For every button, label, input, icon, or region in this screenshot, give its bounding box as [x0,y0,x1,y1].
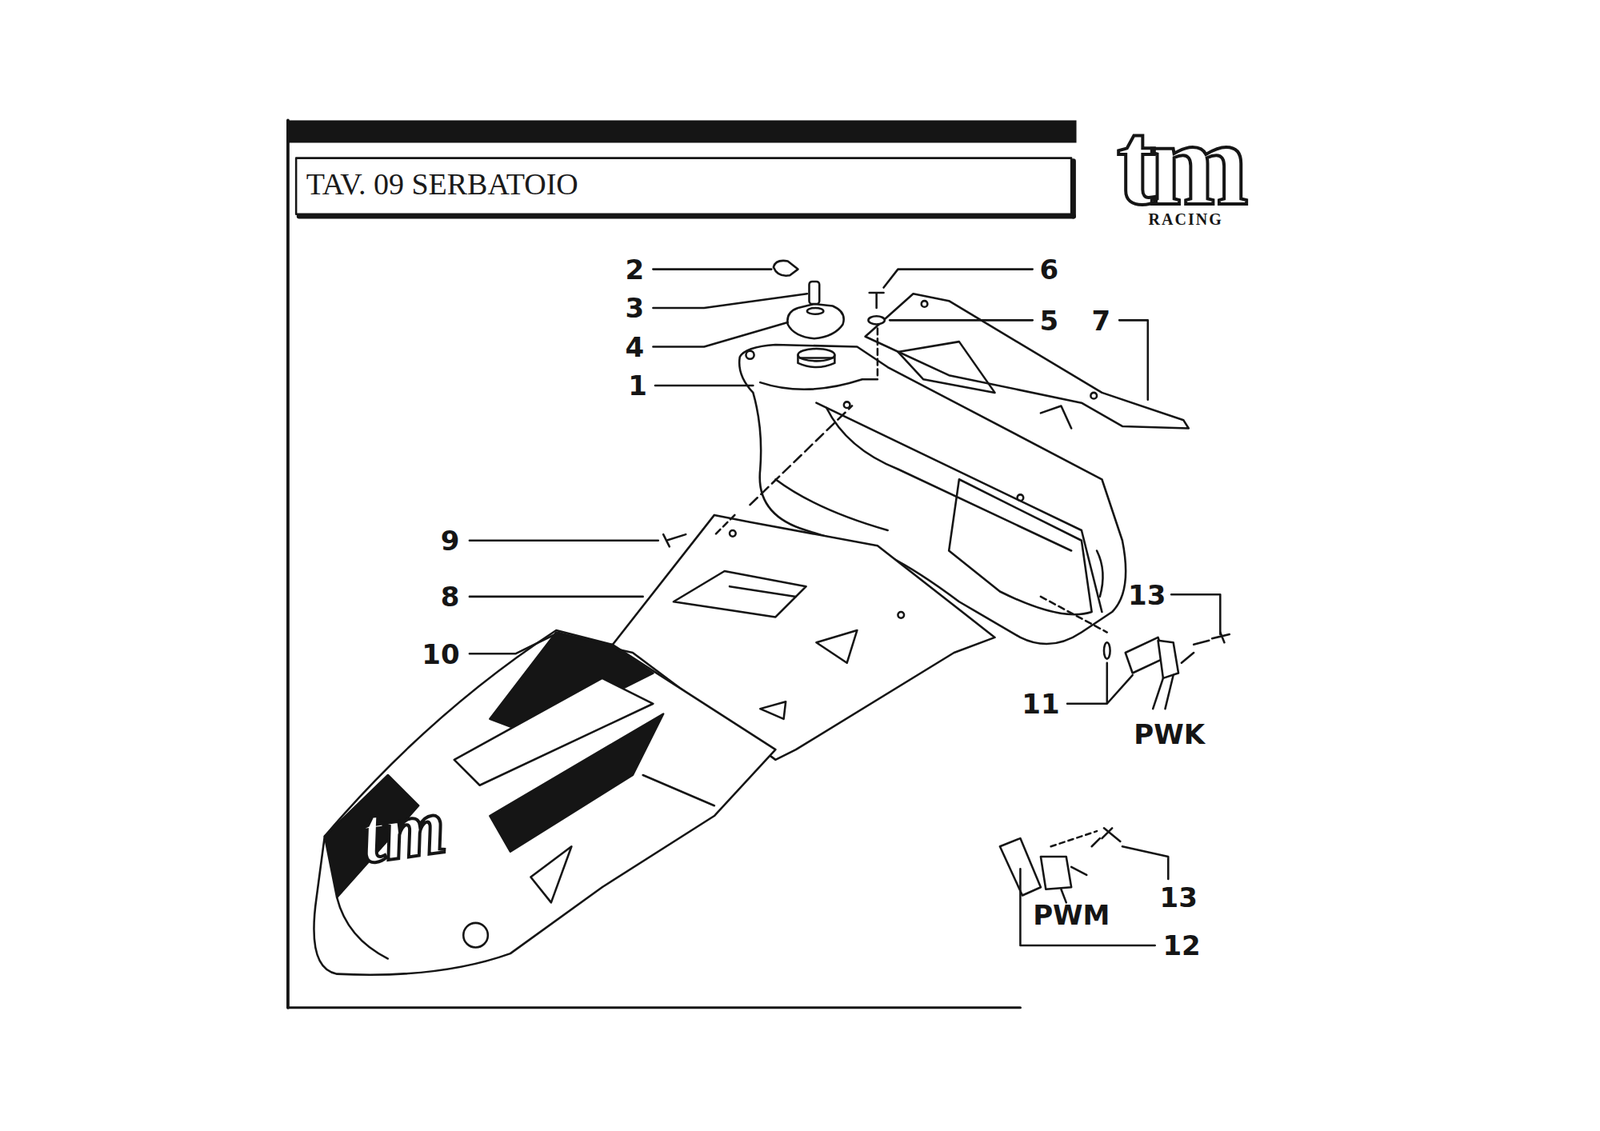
variant-label: PWK [1133,720,1205,748]
callout-number: 13 [1128,581,1166,609]
callout-number: 8 [440,583,460,611]
callout-number: 2 [625,256,645,284]
callout-number: 11 [1021,690,1060,718]
callout-number: 7 [1091,307,1111,335]
callout-number: 1 [628,372,648,400]
callout-number: 4 [625,333,645,361]
callout-number: 6 [1039,256,1059,284]
variant-label: PWM [1032,901,1110,929]
callout-number: 9 [440,527,460,555]
callout-number: 10 [421,640,460,668]
brand-logo: tm [1116,109,1241,218]
callout-number: 5 [1039,307,1059,335]
callout-number: 3 [625,294,645,322]
callout-number: 12 [1162,932,1200,960]
plate-title: TAV. 09 SERBATOIO [306,168,579,200]
callout-number: 13 [1160,884,1198,912]
fender-logo: tm [356,785,451,877]
brand-subtitle: RACING [1148,211,1224,228]
